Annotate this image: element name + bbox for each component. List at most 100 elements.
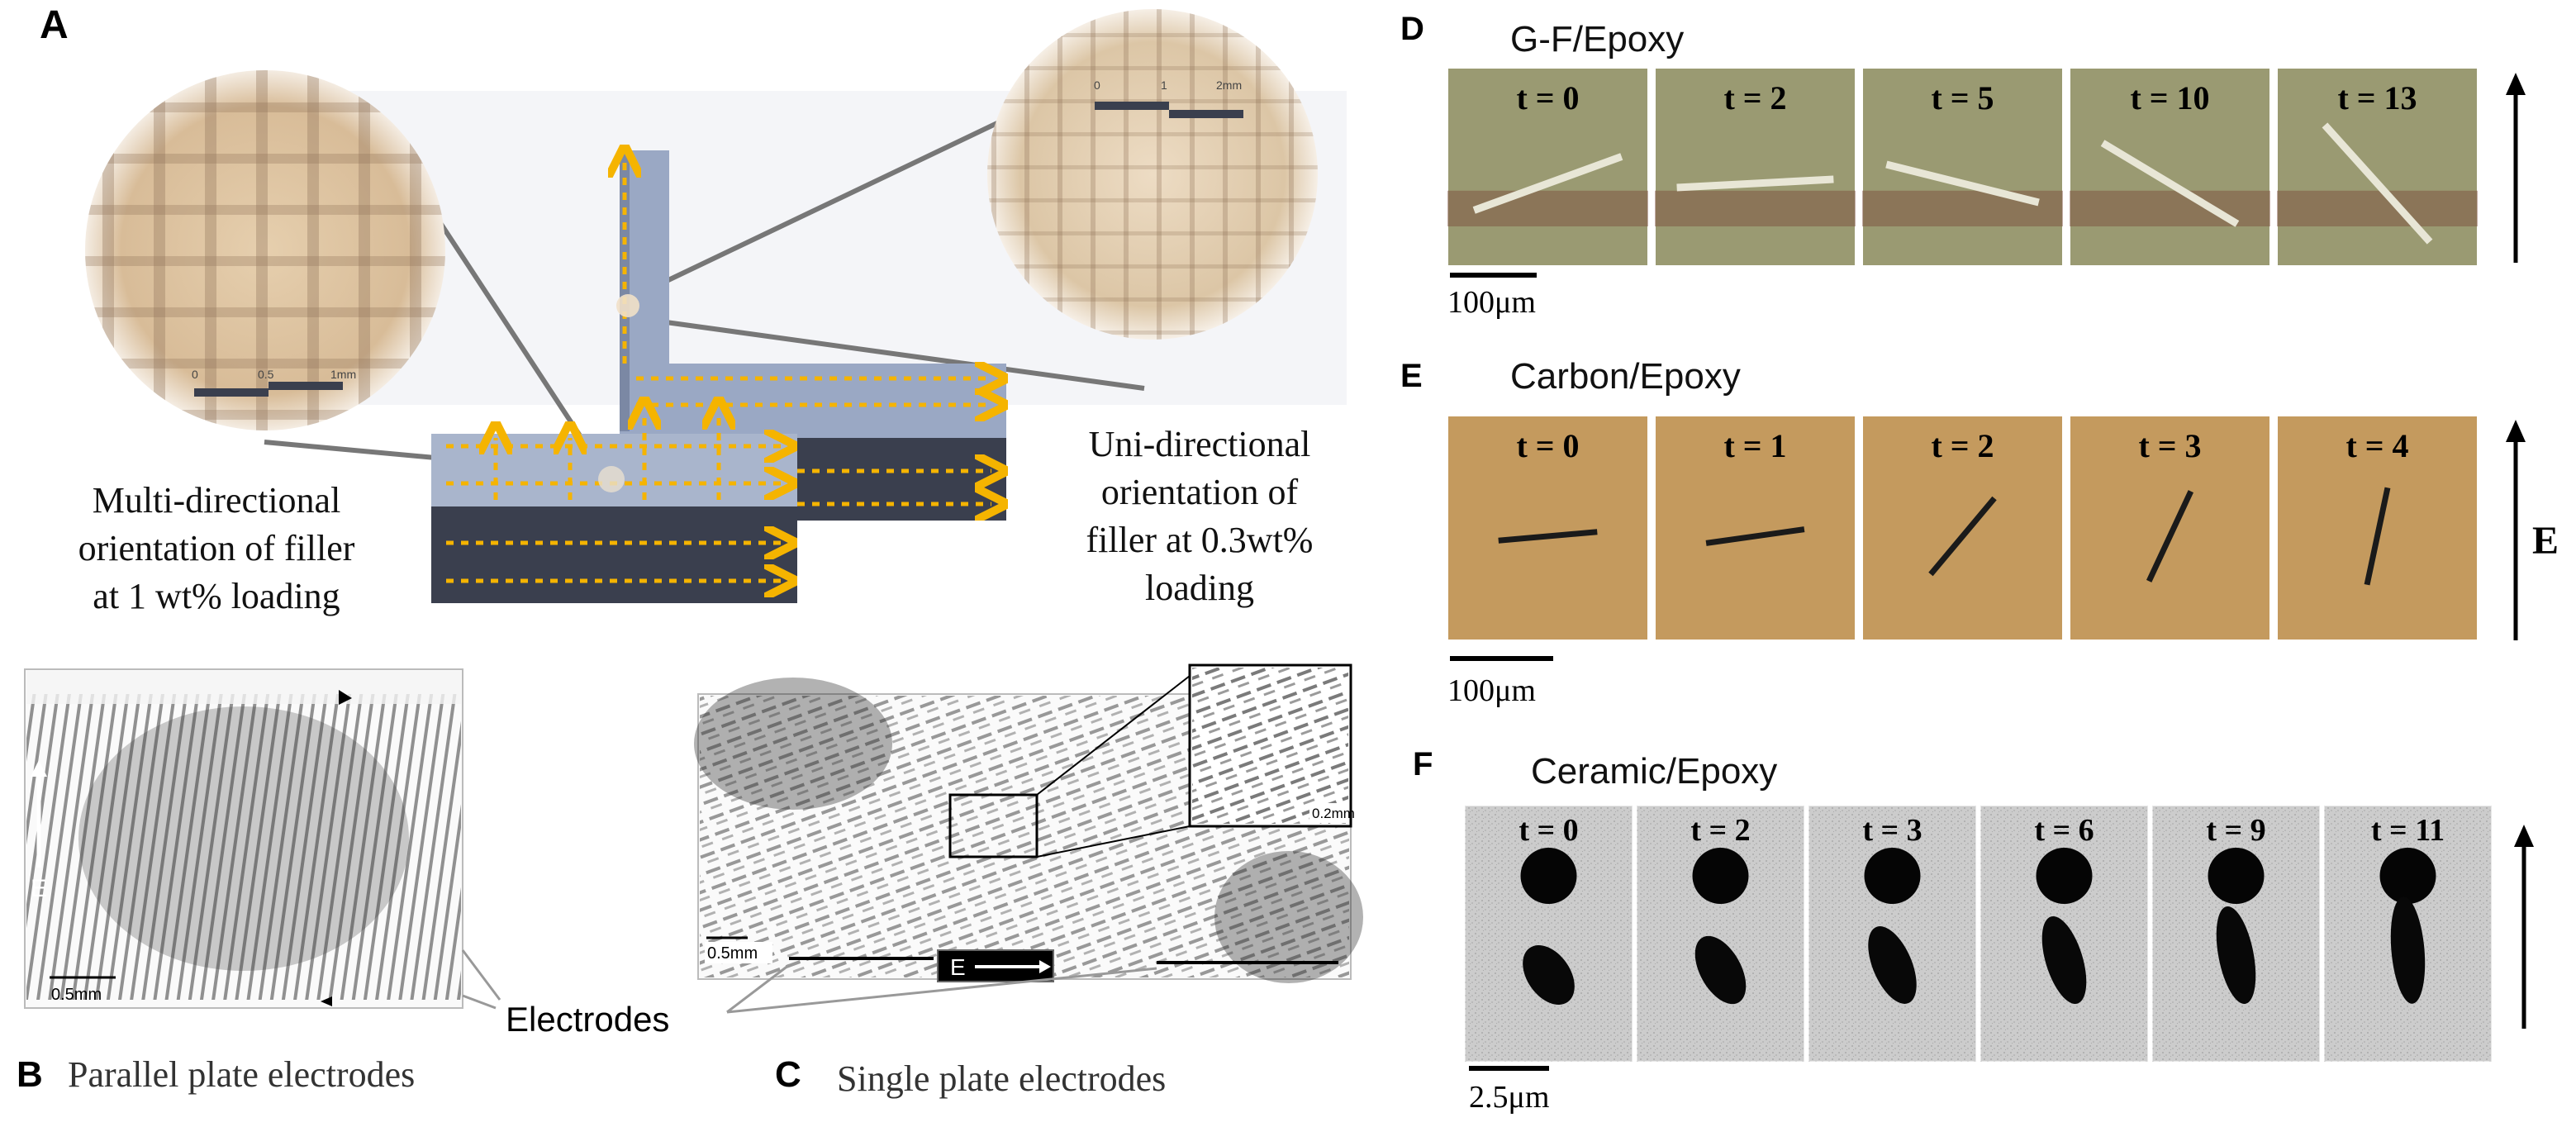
- pointer-line: [461, 949, 501, 1001]
- panel-e-title: Carbon/Epoxy: [1510, 356, 1741, 397]
- field-label: E: [950, 954, 966, 980]
- uni-caption-line: loading: [1145, 568, 1254, 608]
- particle: [1692, 848, 1749, 904]
- fiber: [1885, 160, 2040, 207]
- scale-tick: 2mm: [1216, 78, 1242, 92]
- time-frame: t = 1: [1654, 415, 1856, 641]
- time-frame: t = 2: [1654, 67, 1856, 267]
- particle: [1523, 944, 1575, 1006]
- panel-c-caption: Single plate electrodes: [837, 1058, 1166, 1099]
- panel-e-frames: t = 0 t = 1 t = 2 t = 3 t = 4: [1447, 415, 2479, 641]
- scale-bar: [269, 382, 343, 390]
- particle: [1868, 926, 1917, 1004]
- time-frame: t = 9: [2151, 805, 2321, 1063]
- scale-label: 2.5μm: [1469, 1080, 1549, 1115]
- uni-caption-line: filler at 0.3wt%: [1086, 520, 1314, 560]
- frame-time-label: t = 11: [2371, 813, 2445, 848]
- frame-time-label: t = 2: [1690, 813, 1750, 848]
- frame-time-label: t = 0: [1516, 427, 1579, 464]
- time-frame: t = 0: [1447, 415, 1649, 641]
- frame-time-label: t = 0: [1519, 813, 1578, 848]
- time-frame: t = 0: [1464, 805, 1633, 1063]
- time-frame: t = 13: [2276, 67, 2479, 267]
- time-frame: t = 4: [2276, 415, 2479, 641]
- electrodes-annotation: Electrodes: [461, 949, 1157, 1039]
- panel-a-letter: A: [40, 3, 69, 47]
- panel-f: F Ceramic/Epoxy t = 0 t = 2 t = 3 t = 6 t = …: [1413, 746, 2534, 1115]
- field-arrow-head: [2506, 420, 2526, 442]
- panel-f-title: Ceramic/Epoxy: [1531, 751, 1777, 792]
- particle: [1694, 935, 1747, 1005]
- scale-label: 0.5mm: [707, 944, 758, 963]
- scale-bar: [1095, 102, 1169, 110]
- uni-caption-line: Uni-directional: [1089, 424, 1311, 464]
- particle: [2208, 848, 2265, 904]
- particle: [2379, 848, 2436, 904]
- panel-d-letter: D: [1400, 11, 1424, 47]
- pointer-line: [726, 963, 790, 1014]
- panel-e-letter: E: [1400, 358, 1423, 394]
- frame-time-label: t = 4: [2345, 427, 2408, 464]
- particle: [1864, 848, 1921, 904]
- particle: [2216, 906, 2256, 1005]
- electrode-marker: [339, 690, 352, 705]
- multi-caption-line: at 1 wt% loading: [93, 576, 340, 616]
- uni-caption-line: orientation of: [1101, 472, 1299, 512]
- electrode-marker: [321, 996, 332, 1006]
- multi-caption-line: orientation of filler: [78, 528, 355, 568]
- frame-time-label: t = 9: [2206, 813, 2265, 848]
- scale-label: 100μm: [1447, 673, 1536, 708]
- panel-c: 0.2mm 0.5mm E C Single plate electrodes: [694, 663, 1363, 1099]
- time-frame: t = 2: [1636, 805, 1805, 1063]
- fiber: [1705, 526, 1805, 546]
- pointer-line: [726, 967, 1157, 1014]
- frame-image: [1447, 67, 1649, 267]
- fiber: [2146, 490, 2194, 583]
- scale-bar: [1169, 110, 1243, 118]
- panel-f-letter: F: [1413, 746, 1433, 782]
- frame-time-label: t = 6: [2034, 813, 2094, 848]
- frame-image: [1654, 67, 1856, 267]
- time-frame: t = 3: [1808, 805, 1977, 1063]
- field-arrow-head: [1039, 960, 1051, 973]
- particle: [1520, 848, 1577, 904]
- time-frame: t = 3: [2069, 415, 2271, 641]
- scale-tick: 1: [1161, 78, 1167, 92]
- frame-time-label: t = 2: [1931, 427, 1994, 464]
- pointer-line: [462, 994, 497, 1010]
- inset-scale-label: 0.2mm: [1312, 806, 1355, 821]
- field-label: E: [31, 875, 47, 902]
- time-frame: t = 6: [1980, 805, 2149, 1063]
- frame-time-label: t = 2: [1723, 79, 1786, 117]
- time-frame: t = 11: [2323, 805, 2493, 1063]
- frame-time-label: t = 1: [1723, 427, 1786, 464]
- scale-label: 0.5mm: [51, 986, 102, 1004]
- inset-connector: [1036, 675, 1191, 796]
- field-arrow-head: [2514, 825, 2534, 847]
- multi-caption-line: Multi-directional: [93, 480, 341, 521]
- scale-bar: [194, 388, 269, 397]
- frame-image: [1654, 415, 1856, 641]
- scale-tick: 1mm: [330, 368, 356, 381]
- frame-time-label: t = 3: [1862, 813, 1922, 848]
- time-frame: t = 0: [1447, 67, 1649, 267]
- particle: [2390, 896, 2426, 1004]
- fiber: [2322, 122, 2433, 245]
- frame-time-label: t = 0: [1516, 79, 1579, 117]
- scale-tick: 0: [192, 368, 198, 381]
- time-frame: t = 5: [1861, 67, 2064, 267]
- field-arrow-head: [31, 760, 47, 777]
- particle: [2041, 915, 2087, 1005]
- inset-connector: [1036, 825, 1191, 858]
- panel-c-letter: C: [775, 1054, 801, 1095]
- frame-time-label: t = 13: [2337, 79, 2417, 117]
- panel-b-letter: B: [17, 1054, 43, 1095]
- fiber: [1498, 529, 1598, 544]
- t-shaped-specimen: [431, 150, 1006, 603]
- fiber: [1472, 153, 1623, 214]
- electrodes-label: Electrodes: [506, 1000, 669, 1039]
- panel-e: E Carbon/Epoxy t = 0 t = 1 t = 2 t = 3 t = 4…: [1400, 356, 2559, 708]
